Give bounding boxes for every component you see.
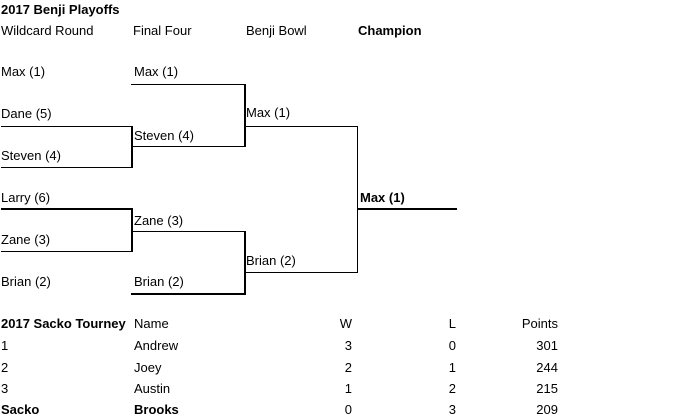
round-header-finalfour: Final Four xyxy=(133,23,192,38)
line-finalfour-max xyxy=(131,83,244,85)
sacko-losses: 2 xyxy=(448,381,456,396)
wildcard-player-brian: Brian (2) xyxy=(1,274,51,289)
line-finalfour-steven xyxy=(131,145,244,147)
champion-name: Max (1) xyxy=(360,190,405,205)
finalfour-player-max: Max (1) xyxy=(134,64,179,79)
finalfour-player-brian: Brian (2) xyxy=(134,274,184,289)
sacko-rank: 3 xyxy=(1,381,9,396)
finalfour-player-zane: Zane (3) xyxy=(134,213,184,228)
sacko-rank: 2 xyxy=(1,360,9,375)
sacko-header-wins: W xyxy=(339,316,352,331)
sacko-name: Austin xyxy=(134,381,171,396)
connector-semifinal-bottom xyxy=(244,230,246,295)
line-finalfour-brian xyxy=(131,293,244,295)
wildcard-player-larry: Larry (6) xyxy=(1,190,51,205)
sacko-header-points: Points xyxy=(521,316,558,331)
line-wildcard-larry xyxy=(1,208,131,210)
sacko-title: 2017 Sacko Tourney xyxy=(1,316,126,331)
sacko-rank: 1 xyxy=(1,338,9,353)
sacko-header-losses: L xyxy=(448,316,456,331)
connector-wildcard-match-bottom xyxy=(131,208,133,252)
benjibowl-player-max: Max (1) xyxy=(246,105,291,120)
sacko-name: Joey xyxy=(134,360,162,375)
round-header-benjibowl: Benji Bowl xyxy=(246,23,307,38)
sacko-name: Brooks xyxy=(134,402,179,417)
sacko-points: 215 xyxy=(536,381,558,396)
sacko-losses: 0 xyxy=(448,338,456,353)
bracket-title: 2017 Benji Playoffs xyxy=(1,2,120,17)
sacko-losses: 1 xyxy=(448,360,456,375)
sacko-wins: 2 xyxy=(344,360,352,375)
line-benjibowl-max xyxy=(244,125,357,127)
round-header-wildcard: Wildcard Round xyxy=(1,23,94,38)
line-wildcard-steven xyxy=(1,166,131,168)
line-wildcard-dane xyxy=(1,125,131,127)
wildcard-player-dane: Dane (5) xyxy=(1,106,52,121)
sacko-name: Andrew xyxy=(134,338,179,353)
sacko-rank: Sacko xyxy=(1,402,40,417)
wildcard-player-steven: Steven (4) xyxy=(1,148,61,163)
sacko-wins: 1 xyxy=(344,381,352,396)
line-champion xyxy=(357,208,457,210)
line-benjibowl-brian xyxy=(244,271,357,273)
sacko-wins: 3 xyxy=(344,338,352,353)
round-header-champion: Champion xyxy=(358,23,422,38)
line-wildcard-zane xyxy=(1,250,131,252)
sacko-points: 244 xyxy=(536,360,558,375)
connector-final xyxy=(356,125,358,273)
line-finalfour-zane xyxy=(131,230,244,232)
finalfour-player-steven: Steven (4) xyxy=(134,128,194,143)
sacko-losses: 3 xyxy=(448,402,456,417)
sacko-header-name: Name xyxy=(134,316,169,331)
sacko-wins: 0 xyxy=(344,402,352,417)
wildcard-player-zane: Zane (3) xyxy=(1,232,51,247)
connector-semifinal-top xyxy=(244,83,246,147)
sacko-points: 209 xyxy=(536,402,558,417)
wildcard-player-max: Max (1) xyxy=(1,64,46,79)
sacko-points: 301 xyxy=(536,338,558,353)
benjibowl-player-brian: Brian (2) xyxy=(246,253,296,268)
